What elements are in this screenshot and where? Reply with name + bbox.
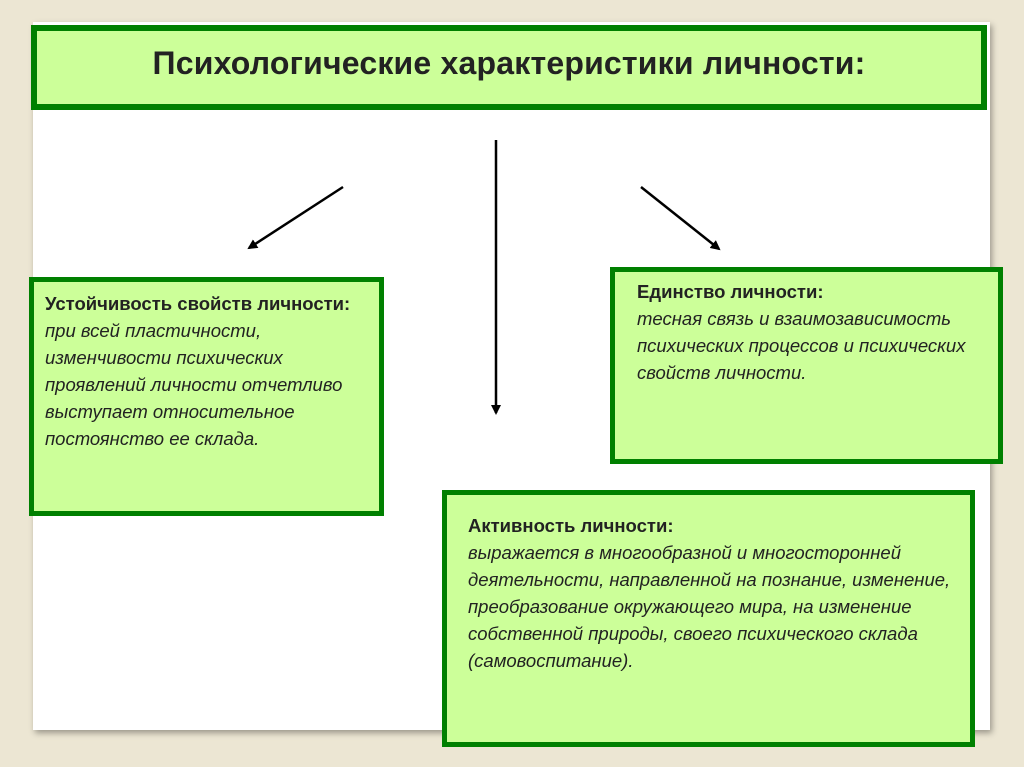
- box-stability: Устойчивость свойств личности: при всей …: [29, 277, 384, 516]
- box-stability-text: при всей пластичности, изменчивости псих…: [45, 320, 343, 449]
- box-unity: Единство личности: тесная связь и взаимо…: [610, 267, 1003, 464]
- title-box: Психологические характеристики личности:: [31, 25, 987, 110]
- box-unity-text: тесная связь и взаимозависимость психиче…: [637, 308, 966, 383]
- box-activity-heading: Активность личности:: [468, 515, 674, 536]
- box-activity: Активность личности: выражается в многоо…: [442, 490, 975, 747]
- diagram-title: Психологические характеристики личности:: [152, 45, 866, 81]
- box-stability-heading: Устойчивость свойств личности:: [45, 293, 351, 314]
- box-activity-text: выражается в многообразной и многосторон…: [468, 542, 951, 671]
- box-unity-heading: Единство личности:: [637, 281, 824, 302]
